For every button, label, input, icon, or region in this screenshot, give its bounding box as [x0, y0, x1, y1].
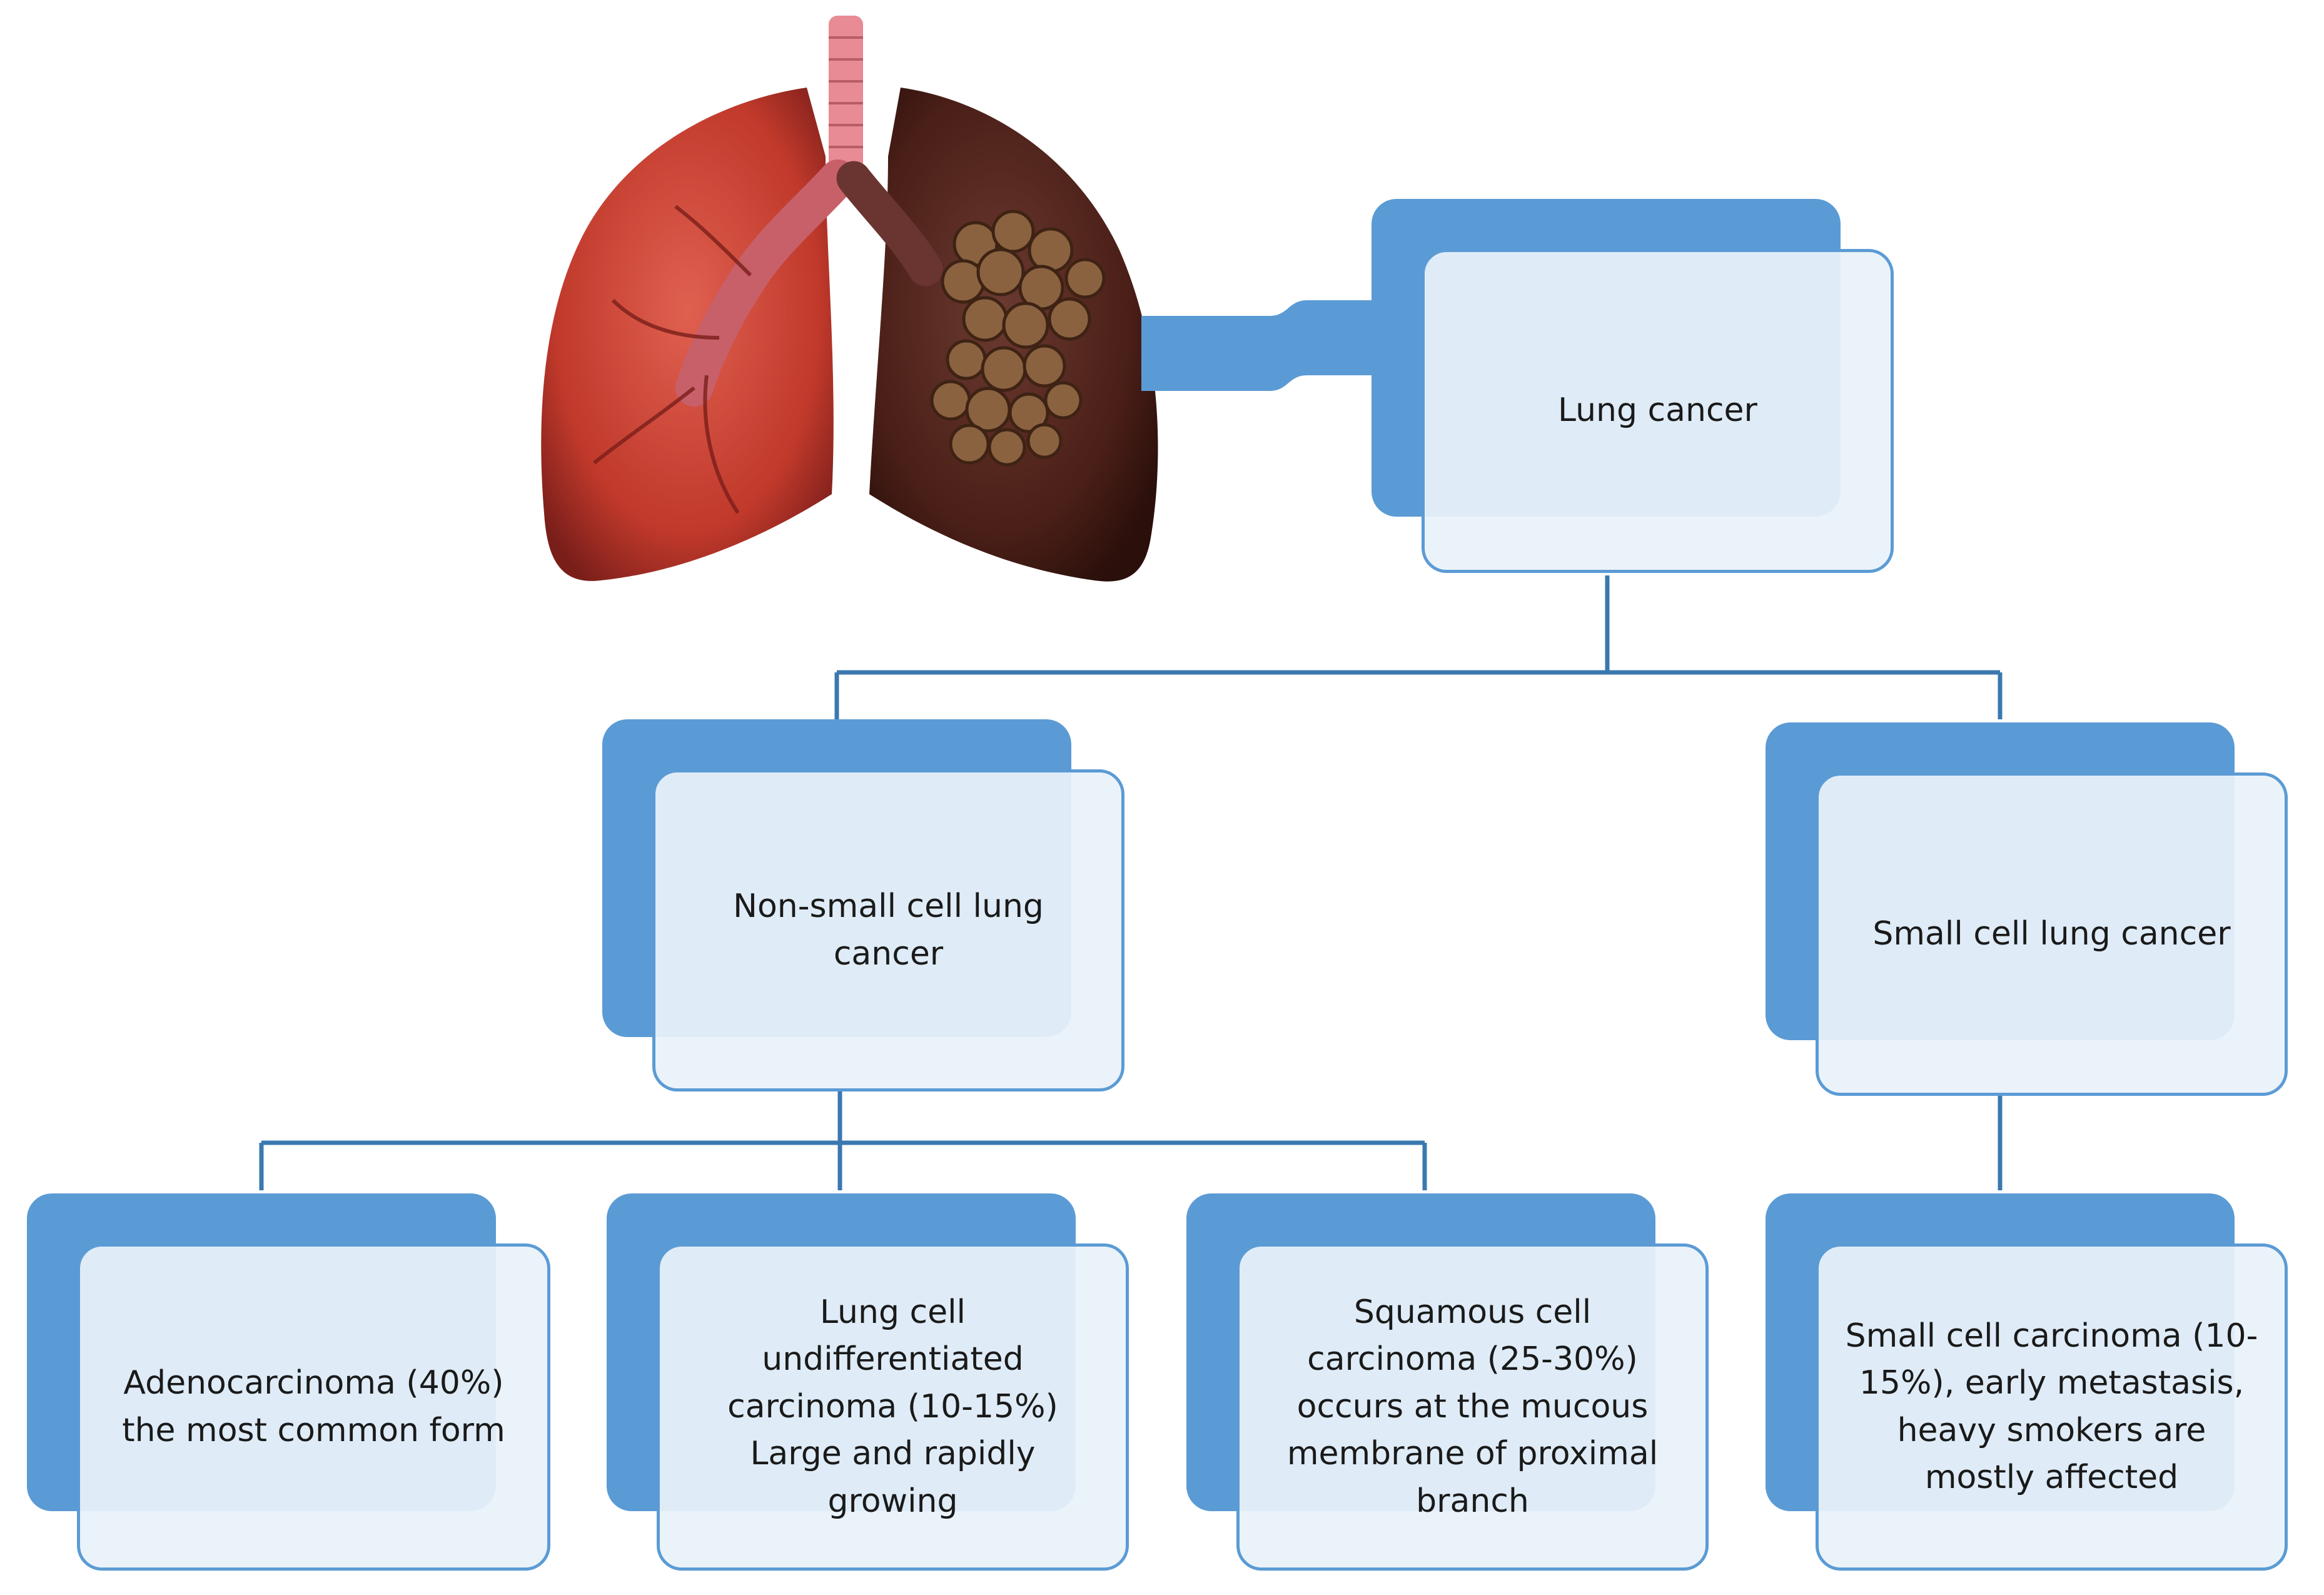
nsclc-to-subtypes-connector [259, 1091, 1427, 1190]
node-box: Small cell lung cancer [1816, 772, 2288, 1096]
node-label: Lung cancer [1558, 392, 1757, 430]
node-label: Adenocarcinoma (40%) the most common for… [122, 1364, 505, 1449]
node-label: Small cell lung cancer [1872, 914, 2231, 953]
node-label: Lung cell undifferentiated carcinoma (10… [727, 1294, 1058, 1520]
lungs-to-root-connector [1141, 300, 1376, 391]
node-box: Small cell carcinoma (10-15%), early met… [1816, 1243, 2288, 1571]
node-box: Adenocarcinoma (40%) the most common for… [77, 1243, 550, 1571]
node-label: Small cell carcinoma (10-15%), early met… [1845, 1317, 2258, 1496]
node-box: Squamous cell carcinoma (25-30%) occurs … [1236, 1243, 1709, 1571]
node-label: Squamous cell carcinoma (25-30%) occurs … [1286, 1294, 1659, 1520]
trachea [829, 16, 863, 181]
node-box: Lung cancer [1422, 249, 1894, 573]
right-bronchus [836, 161, 943, 286]
node-box: Lung cell undifferentiated carcinoma (10… [657, 1243, 1129, 1571]
node-label: Non-small cell lung cancer [733, 888, 1044, 973]
node-box: Non-small cell lung cancer [652, 769, 1124, 1091]
tumor-mass [930, 210, 1106, 467]
root-to-level2-connector [834, 575, 2003, 719]
